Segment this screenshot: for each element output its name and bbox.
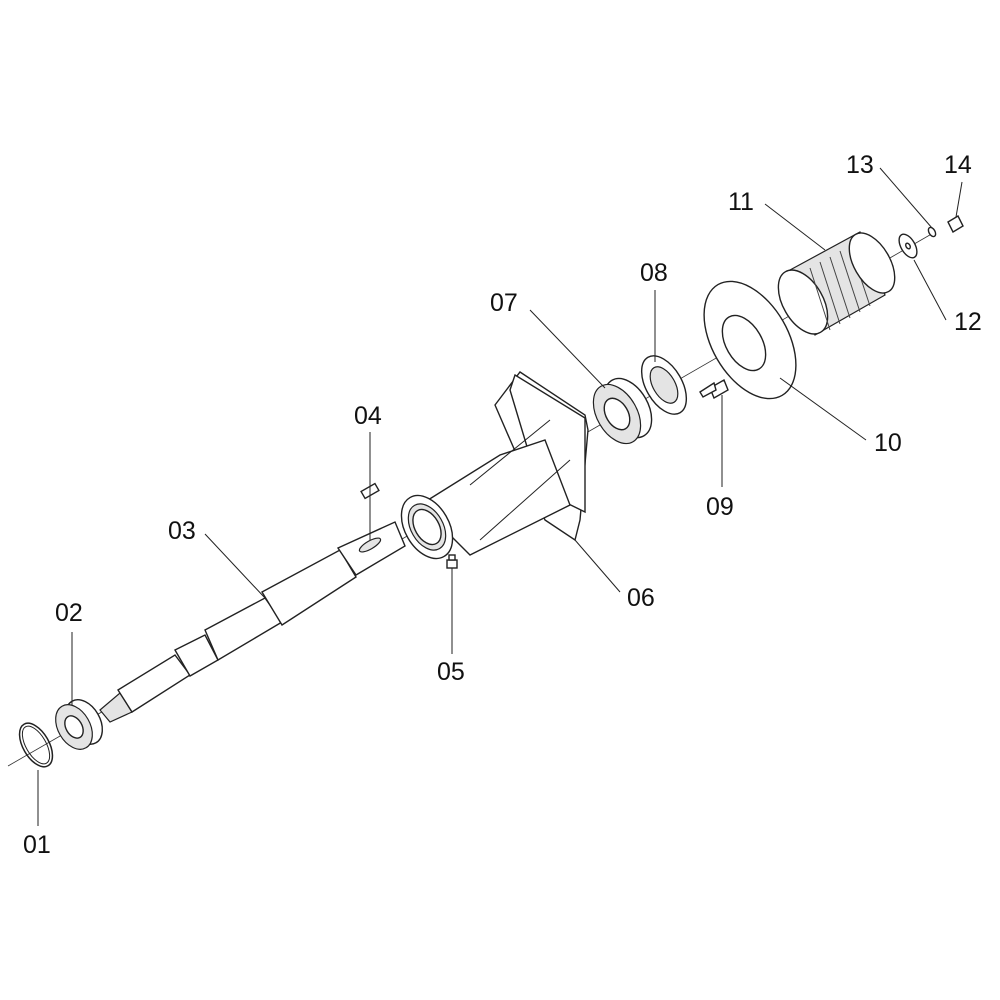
callout-11: 11 (728, 188, 754, 216)
part-10-flange (703, 280, 797, 400)
callout-13: 13 (846, 151, 874, 179)
part-06-housing (400, 371, 589, 560)
callout-12: 12 (954, 308, 982, 336)
part-05-grease-nipple (446, 554, 458, 569)
callout-09: 09 (706, 493, 734, 521)
part-11-pulley (777, 231, 896, 336)
callout-02: 02 (55, 599, 83, 627)
part-13-lock-washer (927, 226, 937, 238)
part-01-circlip (18, 722, 54, 768)
callout-01: 01 (23, 831, 51, 859)
callout-14: 14 (944, 151, 972, 179)
leader-lines (37, 167, 963, 826)
part-09-screw (699, 378, 729, 400)
part-03-shaft (99, 521, 406, 723)
part-12-washer (898, 233, 918, 259)
callout-05: 05 (437, 658, 465, 686)
callout-08: 08 (640, 259, 668, 287)
part-14-bolt (947, 215, 964, 233)
part-07-bearing (592, 377, 653, 445)
callout-04: 04 (354, 402, 382, 430)
callout-03: 03 (168, 517, 196, 545)
callout-10: 10 (874, 429, 902, 457)
callout-06: 06 (627, 584, 655, 612)
callout-07: 07 (490, 289, 518, 317)
part-02-bearing (55, 699, 104, 750)
part-08-seal (640, 355, 688, 415)
